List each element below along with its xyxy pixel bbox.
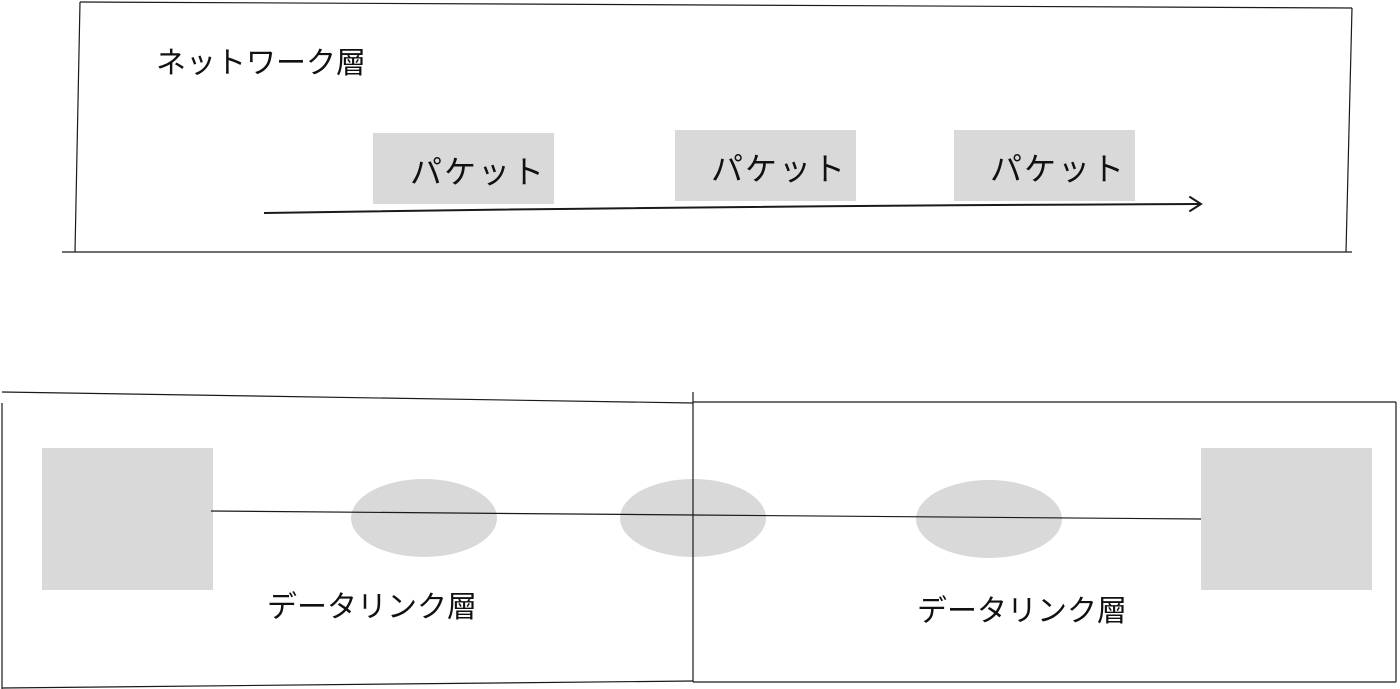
dl-left-top xyxy=(1,391,694,404)
packet-box-1 xyxy=(373,133,554,204)
network-frame-top xyxy=(79,1,1353,9)
network-frame-right xyxy=(1345,7,1353,253)
packet-label-3: パケット xyxy=(990,150,1126,188)
data-link-layer-label-left: データリンク層 xyxy=(267,590,477,625)
packet-label-2: パケット xyxy=(711,150,847,188)
packet-box-3 xyxy=(954,130,1135,201)
host-left xyxy=(42,448,213,590)
router-node-1 xyxy=(351,479,497,557)
packet-flow-arrow xyxy=(263,196,1203,214)
data-link-frame-right xyxy=(693,401,1397,683)
packet-label-1: パケット xyxy=(410,153,546,191)
packet-box: パケット xyxy=(954,130,1135,201)
data-link-layer-label-right: データリンク層 xyxy=(917,594,1127,629)
arrow-shaft xyxy=(263,203,1202,214)
network-frame-left xyxy=(74,1,81,253)
packet-box-2 xyxy=(675,130,856,201)
router-node-3 xyxy=(916,480,1062,558)
packet-box: パケット xyxy=(675,130,856,201)
arrow-head xyxy=(1189,196,1203,212)
host-right xyxy=(1201,448,1372,590)
dl-left-bottom xyxy=(1,680,694,689)
data-link-frame-left xyxy=(1,391,694,689)
network-layer-frame xyxy=(62,1,1353,253)
network-layer-label: ネットワーク層 xyxy=(156,46,366,81)
packet-box: パケット xyxy=(373,133,554,204)
